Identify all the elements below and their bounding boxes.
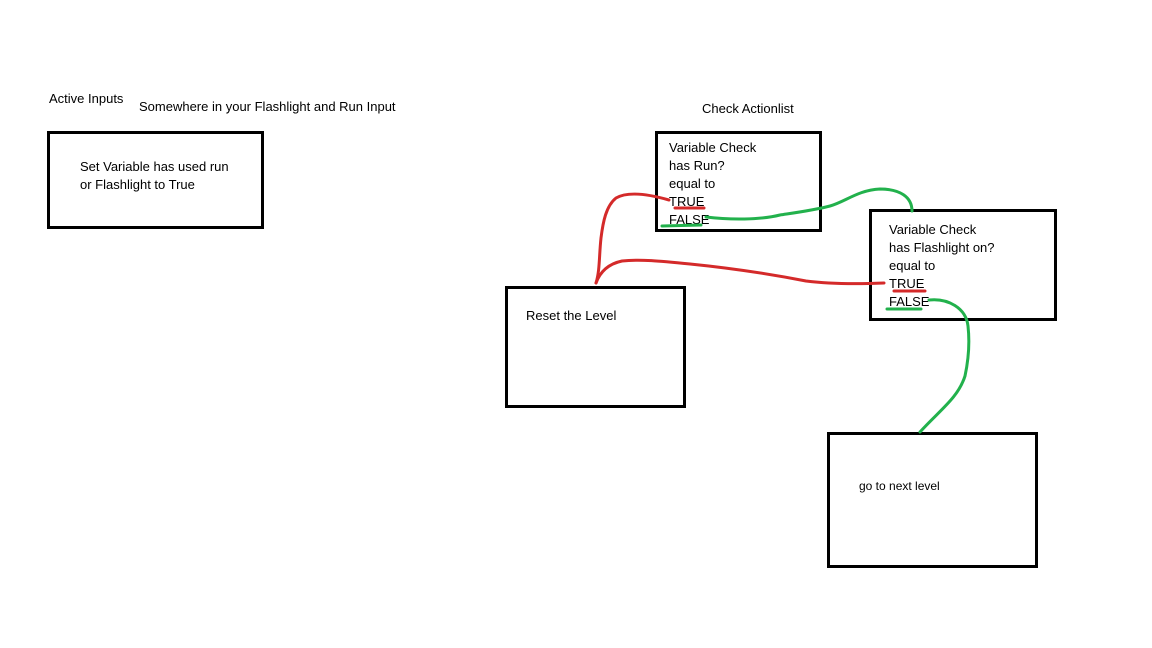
check-run-line-2: has Run? (669, 158, 725, 173)
variable-check-run-box[interactable]: Variable Check has Run? equal to TRUE FA… (655, 131, 822, 232)
check-flashlight-line-3: equal to (889, 258, 936, 273)
flashlight-true-to-reset-wire (594, 258, 886, 286)
check-actionlist-label: Check Actionlist (702, 101, 794, 116)
check-flashlight-line-1: Variable Check (889, 222, 977, 237)
check-run-line-3: equal to (669, 176, 716, 191)
active-inputs-label: Active Inputs (49, 91, 124, 106)
next-level-text: go to next level (859, 479, 940, 493)
check-run-line-1: Variable Check (669, 140, 757, 155)
next-level-box[interactable]: go to next level (827, 432, 1038, 568)
variable-check-run-text: Variable Check has Run? equal to TRUE FA… (669, 139, 756, 229)
variable-check-flashlight-text: Variable Check has Flashlight on? equal … (889, 221, 995, 311)
variable-check-flashlight-box[interactable]: Variable Check has Flashlight on? equal … (869, 209, 1057, 321)
set-variable-text: Set Variable has used run or Flashlight … (80, 158, 229, 194)
check-flashlight-false-label: FALSE (889, 294, 930, 309)
set-variable-line-2: or Flashlight to True (80, 177, 195, 192)
check-flashlight-line-2: has Flashlight on? (889, 240, 995, 255)
reset-level-text: Reset the Level (526, 308, 617, 323)
set-variable-box[interactable]: Set Variable has used run or Flashlight … (47, 131, 264, 229)
check-run-false-label: FALSE (669, 212, 710, 227)
somewhere-input-label: Somewhere in your Flashlight and Run Inp… (139, 99, 396, 114)
check-flashlight-true-label: TRUE (889, 276, 925, 291)
check-run-true-label: TRUE (669, 194, 705, 209)
set-variable-line-1: Set Variable has used run (80, 159, 229, 174)
reset-level-box[interactable]: Reset the Level (505, 286, 686, 408)
